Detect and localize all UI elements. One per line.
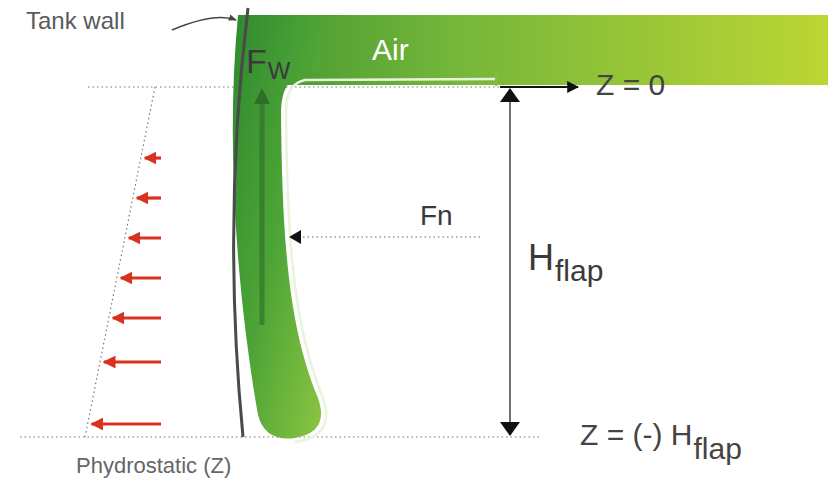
force-symbol: Fn <box>420 202 453 230</box>
force-arrow <box>260 96 265 325</box>
part-label: Tank wall <box>26 9 125 33</box>
air-band <box>240 15 828 85</box>
subscript: flap <box>694 434 742 464</box>
pressure-arrow <box>121 276 161 279</box>
dimension-line <box>509 100 510 424</box>
pressure-arrows <box>92 158 161 424</box>
subscript: W <box>268 59 291 83</box>
flap-outline <box>286 79 497 442</box>
flap <box>233 15 321 439</box>
air-region: Air <box>240 15 828 85</box>
dimension-symbol: H <box>528 240 554 276</box>
pressure-arrow <box>129 236 161 239</box>
pressure-arrow <box>137 196 161 199</box>
pressure-arrow <box>92 422 161 425</box>
pressure-envelope <box>85 87 155 437</box>
pressure-arrow <box>145 156 161 159</box>
dimension-arrowhead <box>500 88 520 102</box>
subscript: flap <box>555 256 603 286</box>
force-line <box>300 236 480 237</box>
region-label: Air <box>372 35 409 65</box>
force-symbol: F <box>246 44 267 78</box>
flap-tip <box>495 72 497 86</box>
pressure-arrow <box>104 360 161 363</box>
leader-line <box>172 18 236 30</box>
dimension-arrowhead <box>500 422 520 436</box>
axis-label: Z = (-) H <box>580 420 693 450</box>
axis-label: Z = 0 <box>596 70 665 100</box>
axis-arrow <box>500 86 578 88</box>
tank-wall <box>234 8 248 437</box>
pressure-label: Phydrostatic (Z) <box>76 455 231 477</box>
guide-line <box>88 86 540 87</box>
force-arrowhead <box>289 230 301 244</box>
pressure-arrow <box>113 316 161 319</box>
